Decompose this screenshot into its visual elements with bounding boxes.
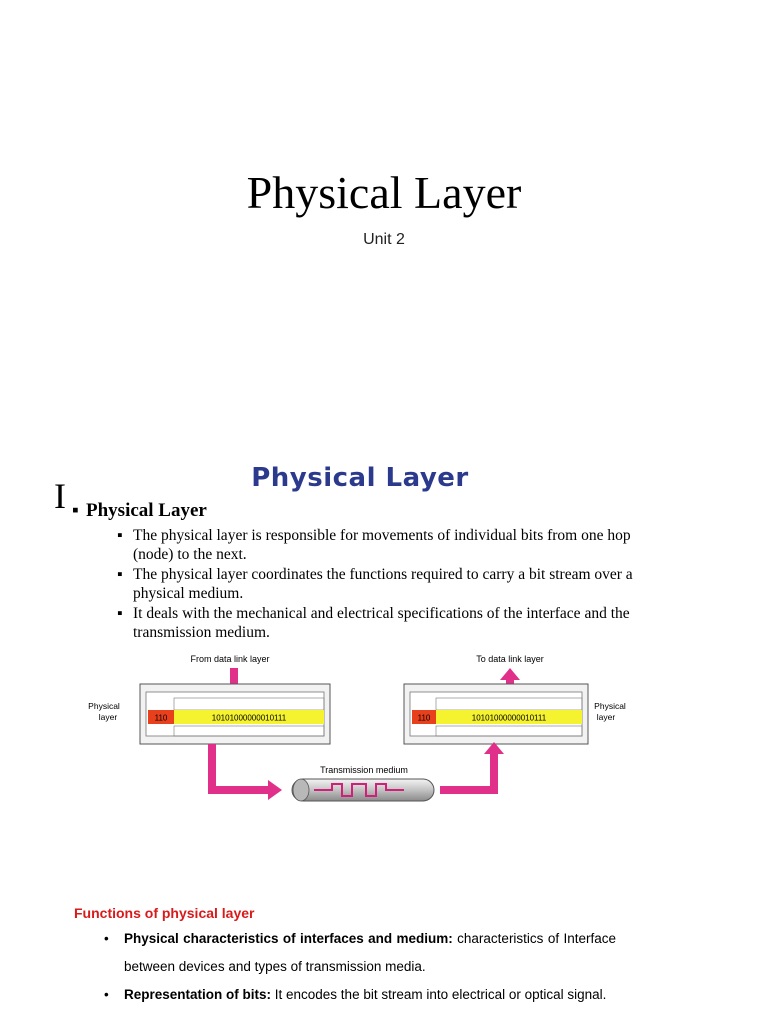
physical-label-left: Physical (88, 701, 120, 711)
bullet-item: ▪ The physical layer coordinates the func… (117, 565, 633, 603)
section-heading: Physical Layer (251, 463, 469, 493)
physical-label-right: Physical (594, 701, 626, 711)
right-physical-layer-box (403, 683, 589, 745)
transmission-medium-tube (291, 778, 435, 802)
section-subheading: ▪ Physical Layer (72, 500, 207, 522)
data-bits-label: 10101000000010111 (472, 714, 547, 723)
function-item: • Representation of bits: It encodes the… (104, 981, 616, 1009)
from-data-link-label: From data link layer (190, 654, 269, 664)
layer-label-left: layer (99, 712, 118, 722)
bullet-dot: • (104, 987, 109, 1002)
header-bits (148, 710, 174, 724)
bullet-item: ▪ It deals with the mechanical and electr… (117, 604, 633, 642)
bullet-dot: ▪ (117, 605, 123, 622)
data-bits-label: 10101000000010111 (212, 714, 287, 723)
physical-layer-diagram: From data link layer To data link layer … (88, 654, 626, 802)
arrow-from-medium-icon (440, 742, 504, 794)
subheading-text: Physical Layer (86, 500, 207, 521)
layer-label-right: layer (597, 712, 616, 722)
transmission-medium-label: Transmission medium (320, 765, 408, 775)
arrow-to-medium-icon (208, 744, 282, 800)
bullet-text: The physical layer coordinates the funct… (133, 566, 633, 602)
bullet-dot: ▪ (117, 527, 123, 544)
function-item-title: Representation of bits: (124, 987, 272, 1002)
left-physical-layer-box (139, 683, 331, 745)
function-item-title: Physical characteristics of interfaces a… (124, 931, 453, 946)
signal-waveform (314, 783, 404, 797)
function-item: • Physical characteristics of interfaces… (104, 925, 616, 981)
function-item-text: characteristics of Interface between dev… (124, 931, 616, 974)
to-data-link-label: To data link layer (476, 654, 544, 664)
bullet-text: It deals with the mechanical and electri… (133, 605, 630, 641)
function-item-text: It encodes the bit stream into electrica… (271, 987, 607, 1002)
page-subtitle: Unit 2 (363, 231, 405, 248)
data-bits (174, 710, 324, 724)
page-title: Physical Layer (246, 167, 522, 218)
functions-heading: Functions of physical layer (74, 905, 255, 921)
bullet-text: The physical layer is responsible for mo… (133, 527, 631, 563)
bullet-dot: • (104, 931, 109, 946)
bullet-dot: ▪ (117, 566, 123, 583)
bullet-dot: ▪ (72, 500, 79, 521)
bullet-item: ▪ The physical layer is responsible for m… (117, 526, 633, 564)
data-bits (436, 710, 582, 724)
stray-glyph: I (54, 476, 66, 516)
header-bits (412, 710, 436, 724)
header-bits-label: 110 (418, 714, 431, 723)
header-bits-label: 110 (155, 714, 168, 723)
